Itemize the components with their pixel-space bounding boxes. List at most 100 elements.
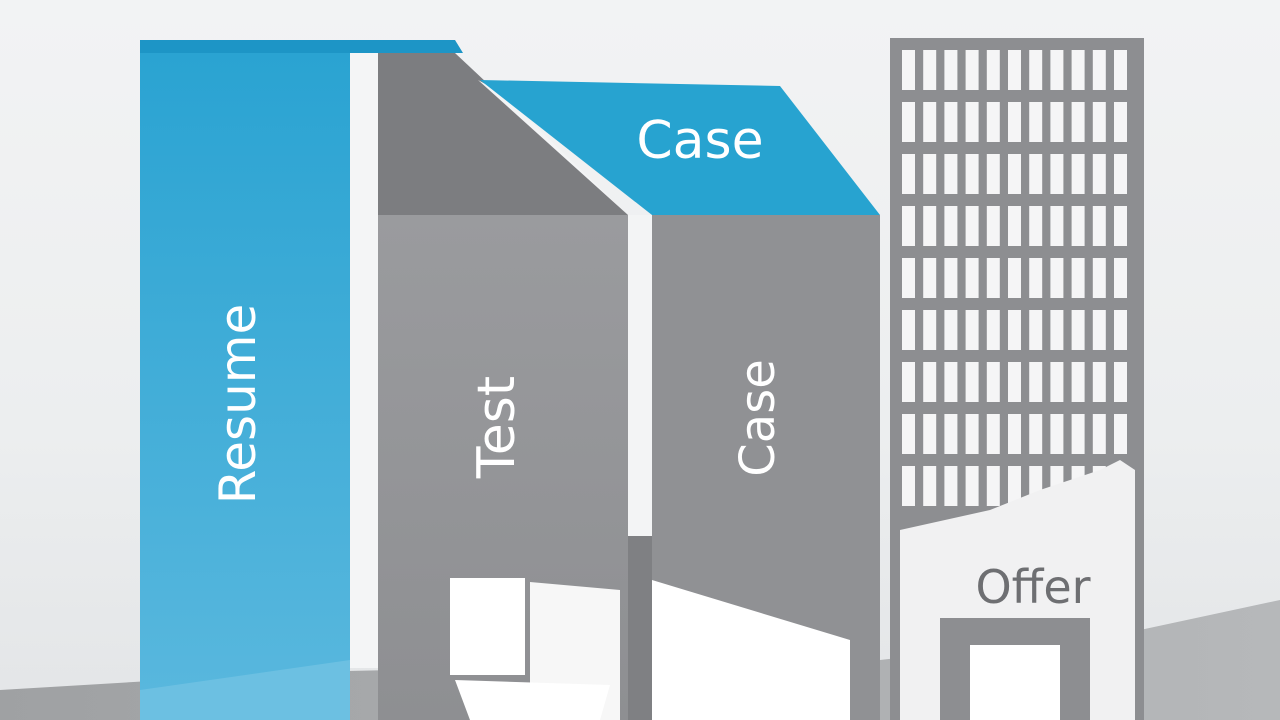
building-window bbox=[1071, 362, 1085, 402]
offer-label: Offer bbox=[975, 560, 1090, 614]
resume-label: Resume bbox=[209, 304, 267, 504]
building-window bbox=[965, 154, 979, 194]
building-window bbox=[986, 466, 1000, 506]
building-window bbox=[1029, 102, 1043, 142]
building-window bbox=[1008, 154, 1021, 194]
building-window bbox=[1008, 310, 1021, 350]
building-window bbox=[1050, 102, 1064, 142]
building-window bbox=[965, 102, 979, 142]
building-window bbox=[986, 206, 1000, 246]
building-window bbox=[923, 362, 937, 402]
building-window bbox=[965, 50, 979, 90]
building-window bbox=[1092, 50, 1106, 90]
building-window bbox=[965, 206, 979, 246]
building-window bbox=[1092, 414, 1106, 454]
building-window bbox=[1092, 154, 1106, 194]
building-window bbox=[902, 258, 915, 298]
case-side-label: Case bbox=[730, 359, 786, 476]
building-window bbox=[1114, 206, 1127, 246]
building-window bbox=[923, 310, 937, 350]
building-window bbox=[1029, 362, 1043, 402]
test-panel bbox=[378, 53, 628, 720]
building-window bbox=[902, 466, 915, 506]
building-window bbox=[986, 50, 1000, 90]
building-window bbox=[1071, 154, 1085, 194]
building-window bbox=[923, 206, 937, 246]
building-window bbox=[965, 310, 979, 350]
building-window bbox=[1008, 466, 1021, 506]
building-window bbox=[1008, 362, 1021, 402]
building-window bbox=[1114, 102, 1127, 142]
building-window bbox=[944, 466, 958, 506]
building-window bbox=[1114, 362, 1127, 402]
building-window bbox=[1114, 414, 1127, 454]
building-window bbox=[1029, 154, 1043, 194]
case-panel bbox=[480, 80, 880, 720]
building-window bbox=[1008, 414, 1021, 454]
building-window bbox=[1092, 102, 1106, 142]
building-window bbox=[986, 102, 1000, 142]
building-window bbox=[902, 50, 915, 90]
building-window bbox=[965, 414, 979, 454]
building-window bbox=[1092, 362, 1106, 402]
building-window bbox=[1029, 258, 1043, 298]
building-window bbox=[923, 154, 937, 194]
building-window bbox=[965, 466, 979, 506]
building-window bbox=[1029, 414, 1043, 454]
building-window bbox=[1050, 310, 1064, 350]
building-window bbox=[986, 154, 1000, 194]
resume-panel bbox=[140, 40, 463, 720]
offer-building bbox=[890, 38, 1144, 720]
building-window bbox=[902, 154, 915, 194]
building-window bbox=[1114, 310, 1127, 350]
building-window bbox=[1071, 206, 1085, 246]
building-window bbox=[986, 414, 1000, 454]
building-window bbox=[1050, 414, 1064, 454]
case-top-label: Case bbox=[636, 111, 763, 171]
building-window bbox=[1092, 310, 1106, 350]
building-window bbox=[1092, 206, 1106, 246]
building-window bbox=[944, 362, 958, 402]
building-window bbox=[965, 362, 979, 402]
building-window bbox=[1114, 50, 1127, 90]
building-window bbox=[1029, 206, 1043, 246]
divider-strip bbox=[478, 80, 652, 538]
building-window bbox=[1050, 362, 1064, 402]
building-window bbox=[965, 258, 979, 298]
building-window bbox=[1029, 50, 1043, 90]
building-window bbox=[1050, 154, 1064, 194]
building-window bbox=[1071, 102, 1085, 142]
building-window bbox=[902, 414, 915, 454]
building-window bbox=[923, 50, 937, 90]
building-window bbox=[1050, 206, 1064, 246]
building-window bbox=[902, 362, 915, 402]
building-window bbox=[1071, 50, 1085, 90]
building-window bbox=[1008, 102, 1021, 142]
building-window bbox=[986, 362, 1000, 402]
building-window bbox=[902, 310, 915, 350]
building-window bbox=[944, 258, 958, 298]
building-window bbox=[1092, 258, 1106, 298]
building-windows bbox=[902, 50, 1127, 506]
building-window bbox=[1050, 50, 1064, 90]
building-window bbox=[902, 206, 915, 246]
building-window bbox=[1008, 50, 1021, 90]
building-window bbox=[944, 414, 958, 454]
building-window bbox=[923, 258, 937, 298]
building-window bbox=[944, 154, 958, 194]
building-window bbox=[1050, 258, 1064, 298]
building-window bbox=[923, 414, 937, 454]
building-window bbox=[1071, 414, 1085, 454]
building-window bbox=[944, 310, 958, 350]
building-window bbox=[902, 102, 915, 142]
building-window bbox=[923, 102, 937, 142]
building-window bbox=[1071, 258, 1085, 298]
building-window bbox=[986, 310, 1000, 350]
building-window bbox=[1008, 206, 1021, 246]
building-window bbox=[986, 258, 1000, 298]
test-label: Test bbox=[467, 376, 527, 479]
building-window bbox=[944, 102, 958, 142]
building-window bbox=[944, 206, 958, 246]
building-window bbox=[1114, 154, 1127, 194]
